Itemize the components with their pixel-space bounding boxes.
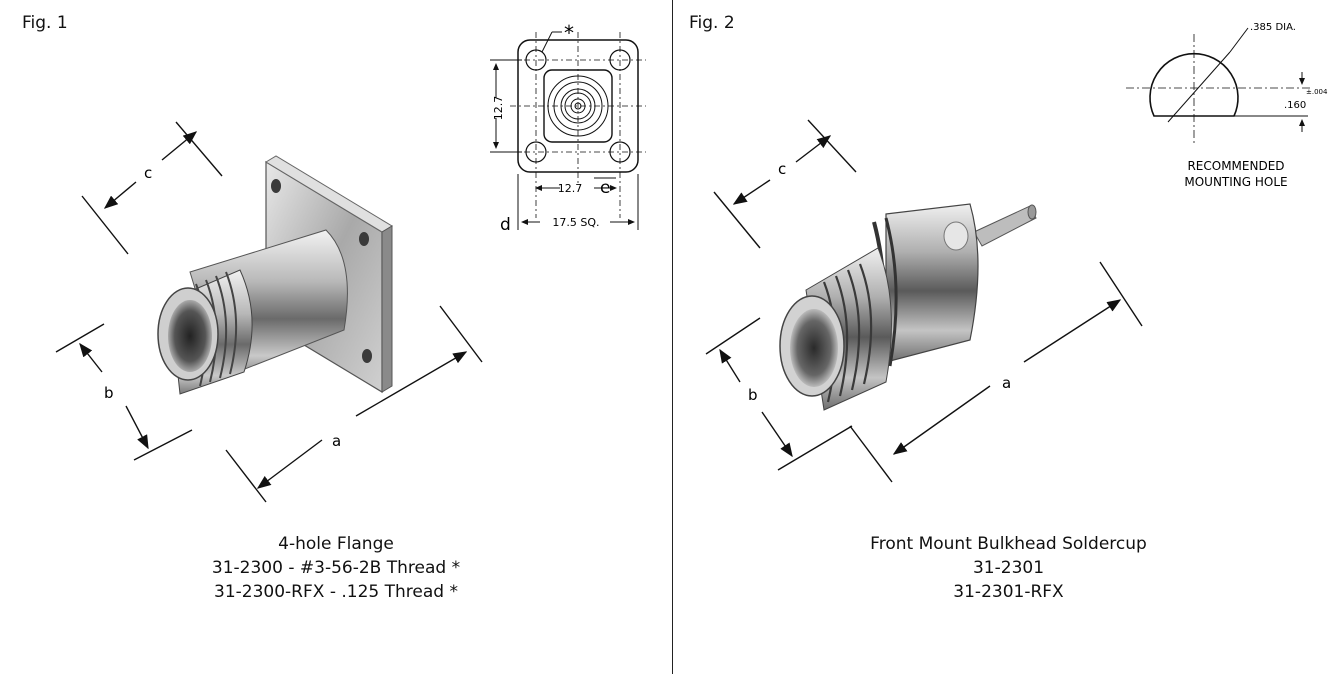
bulkhead-connector-illustration: c b a bbox=[705, 119, 1143, 483]
square-dimension: 17.5 SQ. bbox=[552, 216, 599, 229]
figure-1-label: Fig. 1 bbox=[22, 13, 68, 33]
connector-body bbox=[157, 229, 348, 395]
dimension-b-label: b bbox=[104, 384, 114, 402]
figure-2-caption: Front Mount Bulkhead Soldercup 31-2301 3… bbox=[674, 532, 1343, 604]
connector-body bbox=[779, 247, 892, 411]
dimension-d-label: d bbox=[500, 215, 511, 235]
mount-hole bbox=[271, 179, 281, 193]
dimension-a-label: a bbox=[1002, 374, 1011, 392]
dimension-a bbox=[849, 261, 1143, 483]
dimension-b bbox=[55, 323, 193, 461]
flange-connector-illustration: c b a bbox=[55, 121, 483, 503]
hole-caption-line: MOUNTING HOLE bbox=[1184, 175, 1287, 189]
dimension-c-label: c bbox=[778, 160, 786, 178]
dimension-c-label: c bbox=[144, 164, 152, 182]
flange-face-drawing: * 12.7 12.7 e 17.5 SQ. d bbox=[490, 21, 646, 235]
dimension-b bbox=[705, 317, 853, 471]
horizontal-dimension: 12.7 bbox=[558, 182, 583, 195]
dimension-a-label: a bbox=[332, 432, 341, 450]
figure-2-panel: Fig. 2 bbox=[674, 0, 1343, 674]
mounting-nut bbox=[872, 203, 979, 371]
d-shaped-hole bbox=[1149, 52, 1239, 117]
mount-hole bbox=[359, 232, 369, 246]
dimension-b-label: b bbox=[748, 386, 758, 404]
hole-flat-label: .160 bbox=[1284, 100, 1306, 111]
dimension-e-label: e bbox=[600, 178, 610, 198]
hole-caption-line: RECOMMENDED bbox=[1187, 159, 1284, 173]
dimension-c bbox=[81, 121, 223, 255]
hole-tolerance-label: ±.004 bbox=[1306, 88, 1328, 96]
solder-pin bbox=[973, 204, 1037, 247]
figure-2-label: Fig. 2 bbox=[689, 13, 735, 33]
caption-line: 31-2301-RFX bbox=[953, 582, 1064, 602]
hole-diameter-label: .385 DIA. bbox=[1250, 22, 1296, 33]
panel-divider bbox=[672, 0, 673, 674]
figure-1-caption: 4-hole Flange 31-2300 - #3-56-2B Thread … bbox=[0, 532, 672, 604]
vertical-dimension: 12.7 bbox=[492, 96, 505, 121]
caption-line: Front Mount Bulkhead Soldercup bbox=[870, 534, 1147, 554]
caption-line: 31-2301 bbox=[972, 558, 1045, 578]
caption-line: 31-2300-RFX - .125 Thread * bbox=[214, 582, 458, 602]
mount-hole bbox=[362, 349, 372, 363]
caption-line: 31-2300 - #3-56-2B Thread * bbox=[211, 558, 461, 578]
asterisk-marker: * bbox=[564, 21, 574, 45]
dimension-a bbox=[225, 305, 483, 503]
figure-1-panel: Fig. 1 bbox=[0, 13, 672, 604]
mounting-hole-drawing: .385 DIA. ±.004 .160 RECOMMENDED MOUNTIN… bbox=[1126, 22, 1328, 189]
dimension-c bbox=[713, 119, 857, 249]
caption-line: 4-hole Flange bbox=[278, 534, 394, 554]
